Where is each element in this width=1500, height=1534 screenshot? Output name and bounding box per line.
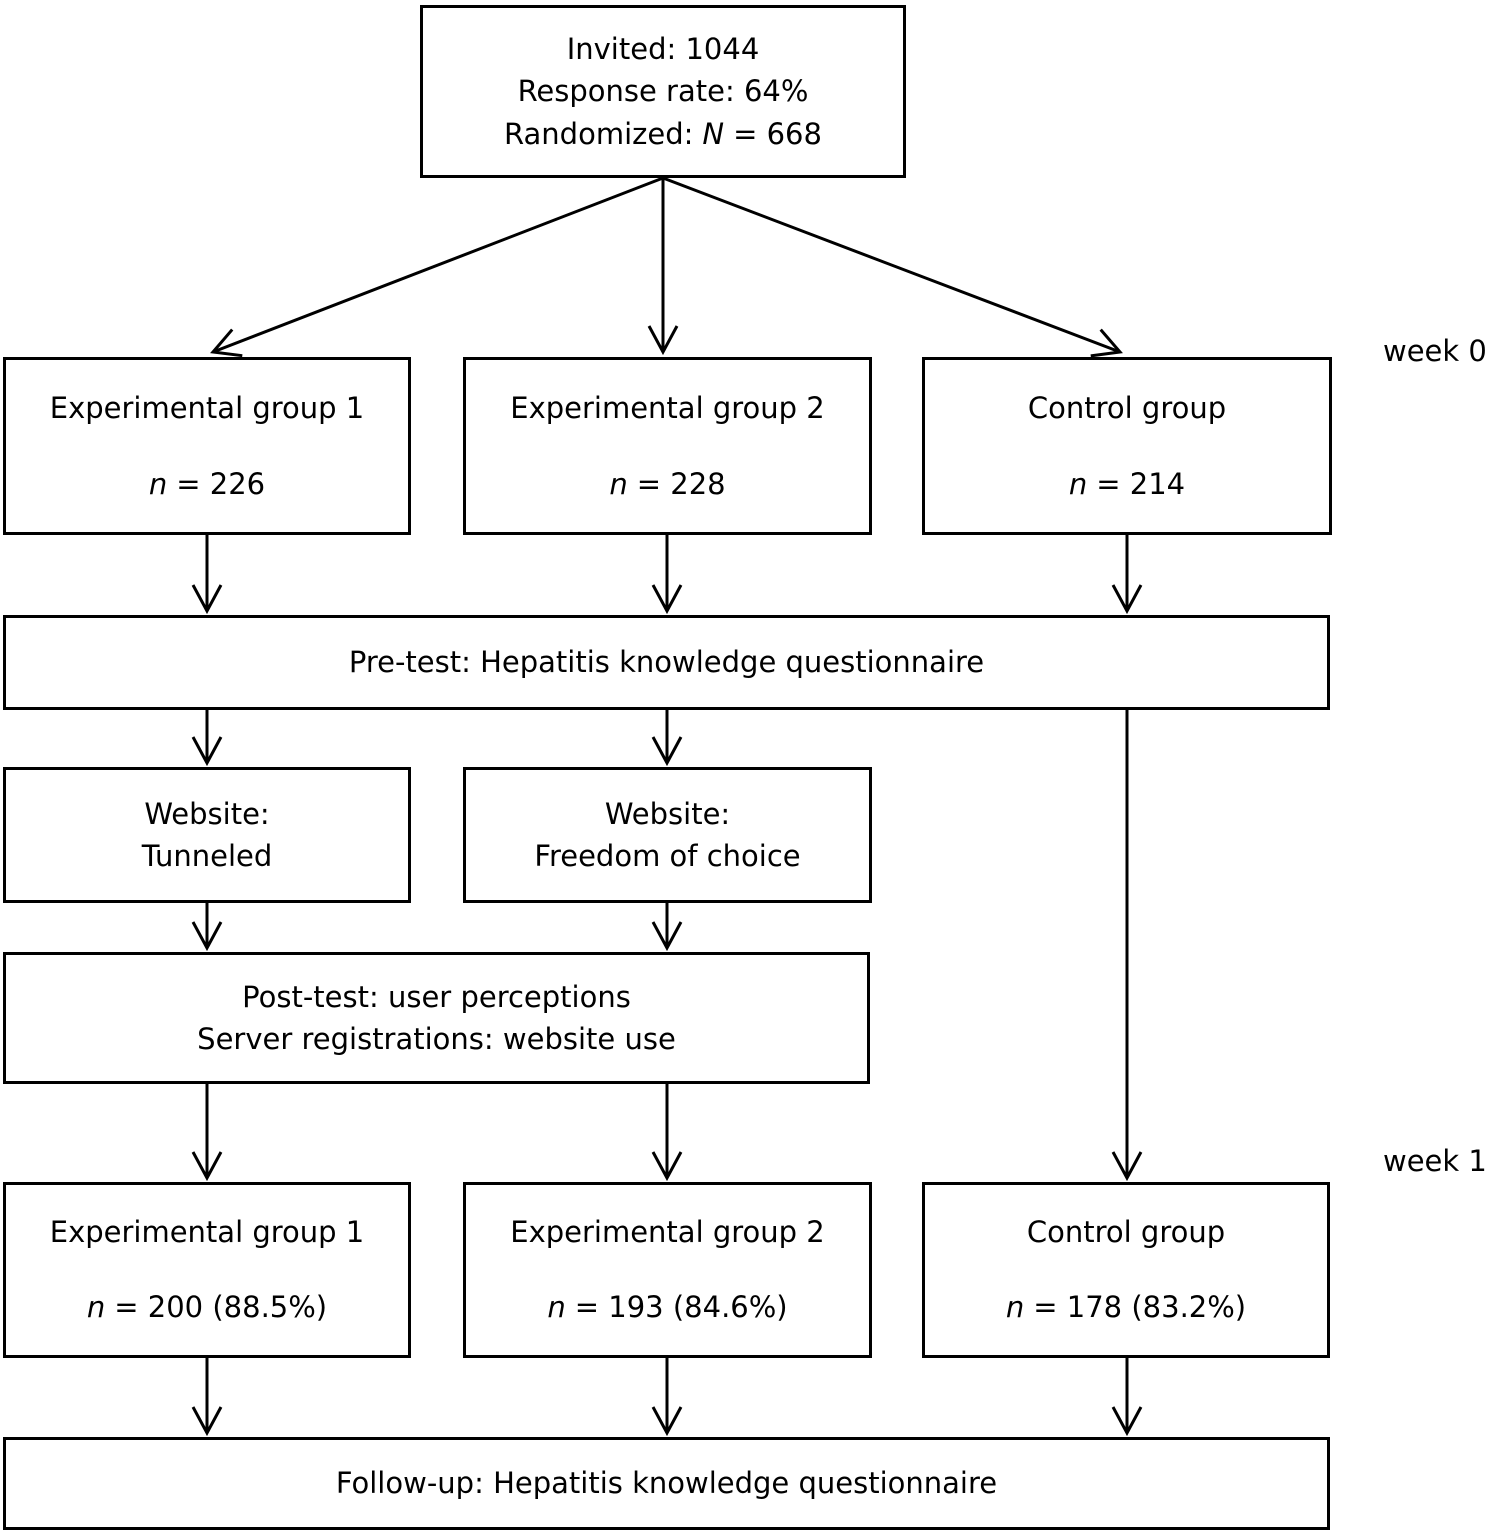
followup-box: Follow-up: Hepatitis knowledge questionn… bbox=[3, 1437, 1330, 1530]
group-title: Control group bbox=[1027, 390, 1227, 425]
website-label: Website: bbox=[144, 796, 270, 831]
week1-control-group-box: Control group n= 178 (83.2%) bbox=[922, 1182, 1330, 1358]
pretest-box: Pre-test: Hepatitis knowledge questionna… bbox=[3, 615, 1330, 710]
week0-label: week 0 bbox=[1383, 334, 1487, 368]
group-title: Control group bbox=[1026, 1215, 1226, 1250]
arrow-top-to-control bbox=[662, 176, 1123, 358]
website-label: Website: bbox=[604, 796, 731, 831]
week0-experimental-group-2-box: Experimental group 2 n= 228 bbox=[463, 357, 872, 535]
website-tunneled-box: Website: Tunneled bbox=[3, 767, 411, 903]
arrow-top-to-group1 bbox=[210, 176, 664, 358]
week0-experimental-group-1-box: Experimental group 1 n= 226 bbox=[3, 357, 411, 535]
group-n: n= 228 bbox=[609, 466, 726, 501]
posttest-box: Post-test: user perceptions Server regis… bbox=[3, 952, 870, 1084]
group-n: n= 193 (84.6%) bbox=[547, 1290, 788, 1325]
website-name: Freedom of choice bbox=[534, 839, 801, 873]
website-name: Tunneled bbox=[141, 839, 273, 873]
enrollment-box: Invited: 1044 Response rate: 64% Randomi… bbox=[420, 5, 906, 178]
response-rate-line: Response rate: 64% bbox=[517, 74, 809, 109]
arrow-group bbox=[191, 176, 1143, 1437]
week0-control-group-box: Control group n= 214 bbox=[922, 357, 1332, 535]
followup-text: Follow-up: Hepatitis knowledge questionn… bbox=[335, 1466, 998, 1501]
posttest-line2: Server registrations: website use bbox=[197, 1022, 676, 1056]
pretest-text: Pre-test: Hepatitis knowledge questionna… bbox=[348, 645, 985, 680]
invited-line: Invited: 1044 bbox=[566, 32, 760, 67]
group-n: n= 214 bbox=[1068, 466, 1186, 501]
group-title: Experimental group 2 bbox=[510, 390, 825, 425]
week1-label: week 1 bbox=[1383, 1144, 1487, 1178]
posttest-line1: Post-test: user perceptions bbox=[242, 979, 631, 1014]
website-freedom-of-choice-box: Website: Freedom of choice bbox=[463, 767, 872, 903]
week1-experimental-group-1-box: Experimental group 1 n= 200 (88.5%) bbox=[3, 1182, 411, 1358]
group-title: Experimental group 1 bbox=[49, 1215, 365, 1250]
week1-experimental-group-2-box: Experimental group 2 n= 193 (84.6%) bbox=[463, 1182, 872, 1358]
group-n: n= 226 bbox=[148, 466, 266, 501]
group-title: Experimental group 2 bbox=[510, 1215, 825, 1250]
group-title: Experimental group 1 bbox=[49, 390, 365, 425]
group-n: n= 200 (88.5%) bbox=[86, 1290, 328, 1325]
randomized-line: Randomized:N= 668 bbox=[504, 116, 822, 151]
group-n: n= 178 (83.2%) bbox=[1005, 1290, 1247, 1325]
